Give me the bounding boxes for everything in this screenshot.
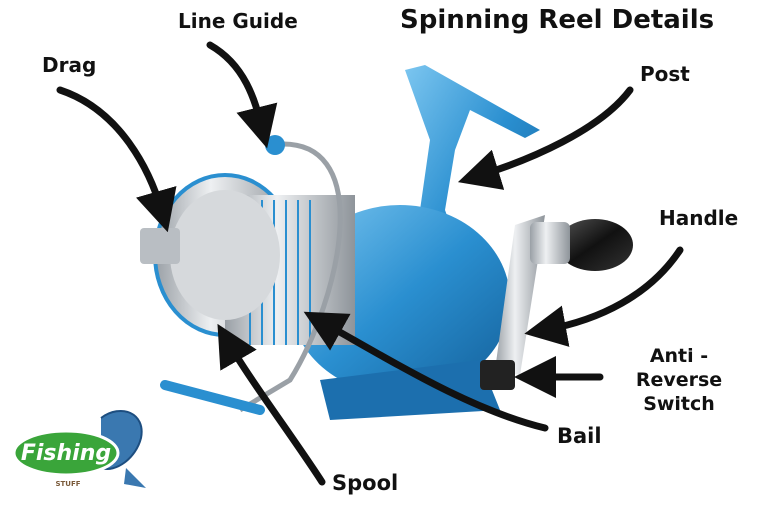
- svg-text:Fishing: Fishing: [21, 441, 111, 466]
- label-drag: Drag: [42, 53, 97, 77]
- label-anti-reverse-switch: Anti - Reverse Switch: [604, 345, 754, 416]
- anti-reverse-switch: [480, 360, 515, 390]
- handle-knob: [557, 219, 633, 271]
- arrow-handle: [524, 246, 684, 347]
- label-anti-reverse-line2: Switch: [643, 392, 715, 415]
- arrow-bail: [303, 311, 549, 432]
- diagram-title: Spinning Reel Details: [400, 5, 715, 35]
- label-line-guide: Line Guide: [178, 9, 298, 33]
- fishing-stuff-logo: Fishing STUFF: [12, 409, 146, 488]
- arrow-spool: [217, 323, 326, 486]
- label-bail: Bail: [557, 424, 602, 448]
- drag-knob: [140, 228, 180, 264]
- arrow-drag: [56, 86, 177, 233]
- svg-text:STUFF: STUFF: [55, 480, 80, 488]
- bail-wire: [238, 141, 343, 413]
- label-anti-reverse-line1: Anti - Reverse: [635, 345, 723, 391]
- arrow-line-guide: [206, 41, 278, 149]
- label-handle: Handle: [659, 206, 739, 230]
- label-spool: Spool: [332, 471, 399, 495]
- arrow-post: [457, 86, 634, 190]
- label-post: Post: [640, 62, 690, 86]
